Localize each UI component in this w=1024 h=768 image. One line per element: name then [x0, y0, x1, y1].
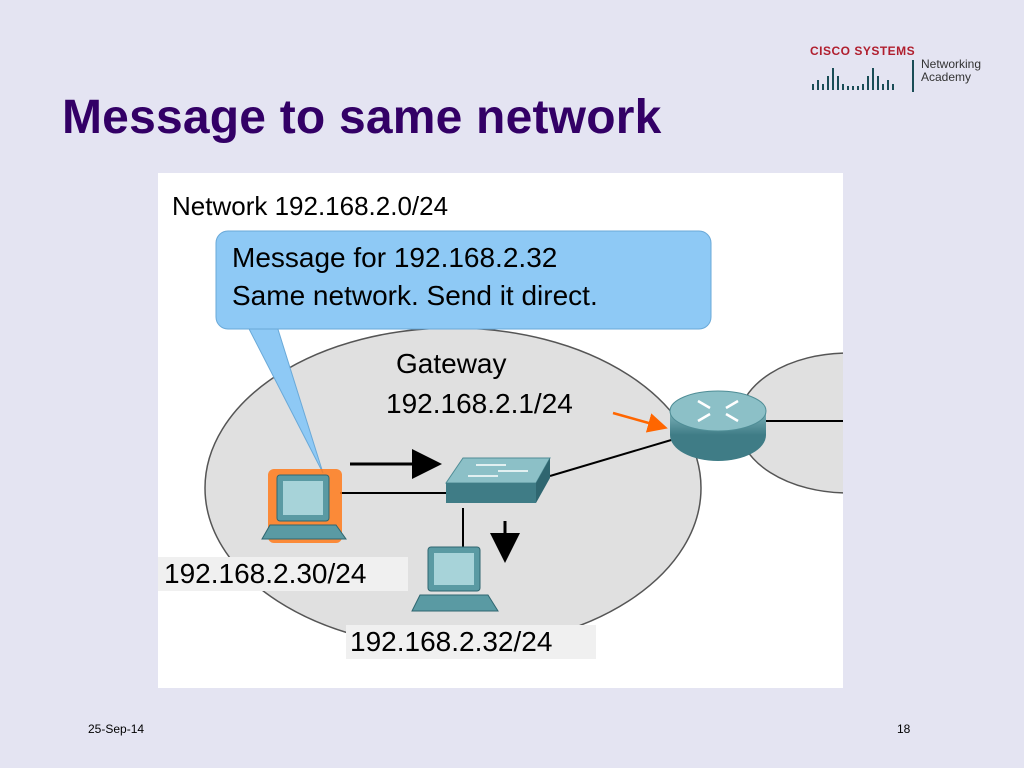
sender-computer-icon — [261, 469, 347, 543]
cisco-bridge-bars-icon — [812, 68, 894, 90]
receiver-computer-icon — [411, 546, 499, 612]
networking-academy-text: Networking Academy — [921, 58, 981, 84]
slide-number: 18 — [897, 722, 911, 736]
receiver-ip-background — [346, 625, 596, 659]
switch-router-link — [549, 437, 679, 477]
slide-title: Message to same network — [62, 91, 662, 144]
logo-line-academy: Academy — [921, 70, 972, 84]
callout-bubble — [215, 230, 712, 330]
callout-line-1: Message for 192.168.2.32 — [232, 242, 557, 273]
cisco-systems-wordmark: CISCO SYSTEMS — [810, 44, 916, 58]
logo-line-networking: Networking — [921, 57, 982, 71]
network-label: Network 192.168.2.0/24 — [172, 191, 448, 221]
slide-date: 25-Sep-14 — [88, 722, 145, 736]
sender-ip-background — [158, 557, 408, 591]
cisco-networking-academy-logo: CISCO SYSTEMS Networking Academy — [810, 44, 1000, 96]
router-icon — [669, 390, 767, 461]
gateway-label: Gateway — [396, 348, 507, 379]
switch-icon — [445, 457, 551, 503]
network-diagram-canvas: Network 192.168.2.0/24 Message for 192.1… — [158, 191, 843, 659]
sender-ip-label: 192.168.2.30/24 — [164, 558, 366, 589]
gateway-pointer-arrow — [612, 411, 668, 433]
gateway-ip: 192.168.2.1/24 — [386, 388, 573, 419]
network-diagram: Network 192.168.2.0/24 Message for 192.1… — [158, 173, 843, 688]
callout-line-2: Same network. Send it direct. — [232, 280, 598, 311]
logo-divider — [912, 60, 914, 92]
receiver-ip-label: 192.168.2.32/24 — [350, 626, 552, 657]
